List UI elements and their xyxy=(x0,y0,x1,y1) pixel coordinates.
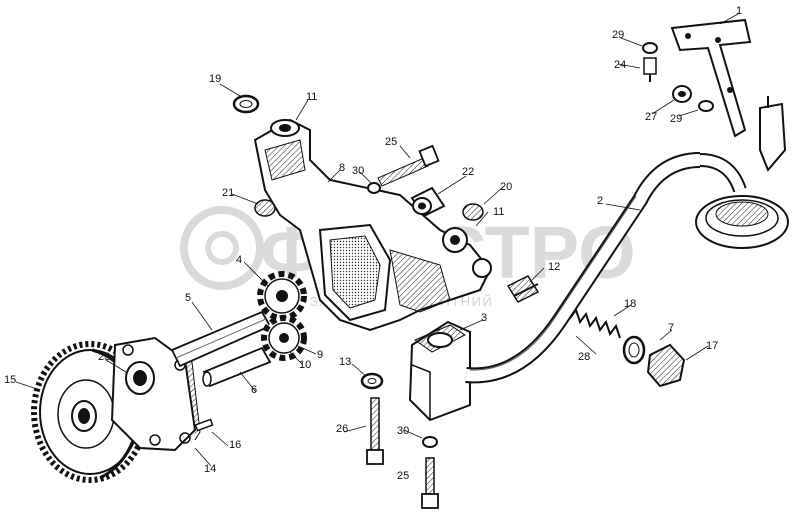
bushing-23 xyxy=(125,361,155,395)
pickup-flange-3 xyxy=(408,320,471,422)
callout-23: 23 xyxy=(98,351,111,363)
washer-29-lower xyxy=(698,100,714,112)
pickup-tube-2 xyxy=(465,152,701,384)
washer-13 xyxy=(360,372,384,390)
callout-29-lower: 29 xyxy=(670,113,683,125)
drive-gear-15 xyxy=(31,341,149,483)
washer-19 xyxy=(232,94,260,114)
leader-lines xyxy=(15,13,739,467)
callout-5: 5 xyxy=(185,292,192,304)
callout-12: 12 xyxy=(548,261,561,273)
shaft-6 xyxy=(202,346,272,388)
plug-20 xyxy=(462,203,484,221)
bolt-26 xyxy=(366,397,384,465)
callout-16: 16 xyxy=(229,439,242,451)
plug-17 xyxy=(646,343,686,388)
callout-8: 8 xyxy=(339,162,346,174)
callout-13: 13 xyxy=(339,356,352,368)
pump-body-8 xyxy=(253,118,492,332)
nut-27 xyxy=(672,85,692,103)
callout-1: 1 xyxy=(736,5,743,17)
callout-27: 27 xyxy=(645,111,658,123)
callout-22: 22 xyxy=(462,166,475,178)
callout-2: 2 xyxy=(597,195,604,207)
callout-11-upper: 11 xyxy=(306,91,318,103)
lock-washer-30-lower xyxy=(422,436,438,448)
plug-21 xyxy=(254,199,276,217)
spring-18 xyxy=(569,307,621,339)
callout-19: 19 xyxy=(209,73,222,85)
callout-9: 9 xyxy=(317,349,324,361)
bolt-25-upper xyxy=(377,144,440,187)
callout-20: 20 xyxy=(500,181,513,193)
callout-14: 14 xyxy=(204,463,217,475)
sleeve-22 xyxy=(410,186,446,218)
pin-16 xyxy=(194,418,214,432)
callout-6: 6 xyxy=(251,384,258,396)
pump-gear-4 xyxy=(257,271,307,321)
callout-18: 18 xyxy=(624,298,637,310)
callout-7: 7 xyxy=(668,322,675,334)
callout-29-upper: 29 xyxy=(612,29,625,41)
bolt-24 xyxy=(643,57,657,82)
callout-15: 15 xyxy=(4,374,17,386)
oil-strainer xyxy=(695,153,789,249)
callout-28: 28 xyxy=(578,351,591,363)
callout-24: 24 xyxy=(614,59,627,71)
callout-21: 21 xyxy=(222,187,235,199)
pump-gear-9 xyxy=(261,315,307,361)
callout-26: 26 xyxy=(336,423,349,435)
callout-25-lower: 25 xyxy=(397,470,410,482)
washer-7 xyxy=(622,335,646,365)
callout-4: 4 xyxy=(236,254,243,266)
lock-washer-30-upper xyxy=(367,182,381,194)
bolt-25-lower xyxy=(421,457,439,509)
callout-10: 10 xyxy=(299,359,312,371)
fitting-12 xyxy=(506,275,540,303)
callout-30-upper: 30 xyxy=(352,165,365,177)
callout-25-upper: 25 xyxy=(385,136,398,148)
callout-3: 3 xyxy=(481,312,488,324)
washer-29-upper xyxy=(642,42,658,54)
callout-30-lower: 30 xyxy=(397,425,410,437)
bracket-1 xyxy=(670,18,787,172)
callout-11-right: 11 xyxy=(493,206,505,218)
callout-17: 17 xyxy=(706,340,719,352)
